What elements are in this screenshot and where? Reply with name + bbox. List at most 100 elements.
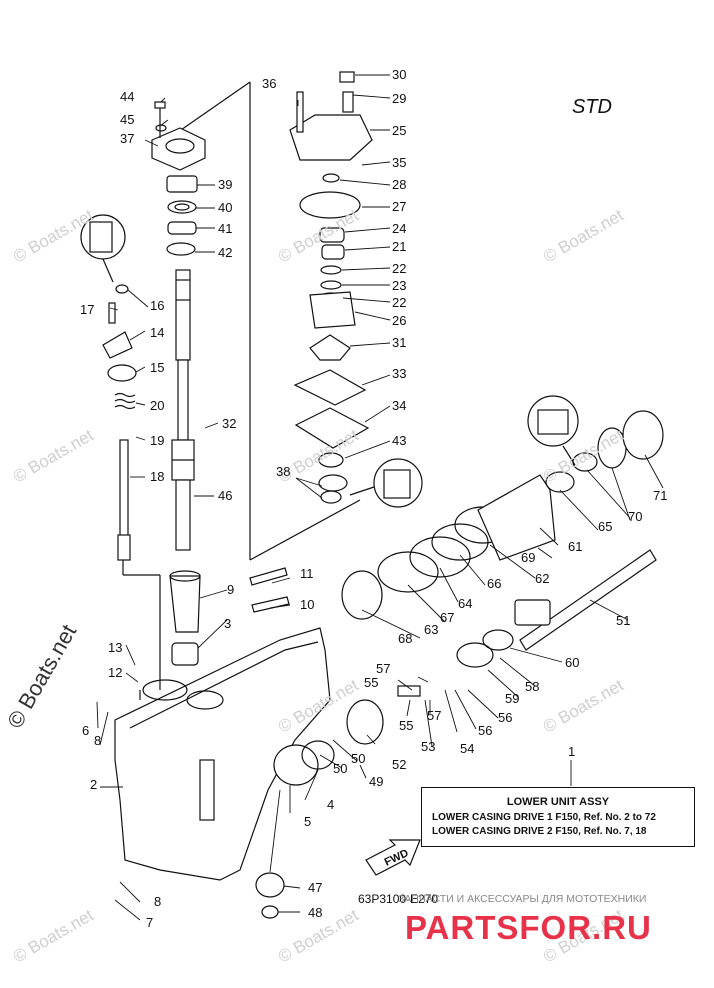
- callout-32: 32: [222, 416, 237, 431]
- callout-51: 51: [616, 613, 631, 628]
- callout-70: 70: [628, 509, 643, 524]
- callout-10: 10: [300, 597, 315, 612]
- callout-44: 44: [120, 89, 135, 104]
- callout-36: 36: [262, 76, 277, 91]
- callout-27: 27: [392, 199, 407, 214]
- callout-52: 52: [392, 757, 407, 772]
- callout-56: 56: [478, 723, 493, 738]
- site-tagline: ЗАПЧАСТИ И АКСЕССУАРЫ ДЛЯ МОТОТЕХНИКИ: [398, 893, 647, 905]
- callout-17: 17: [80, 302, 95, 317]
- water-pump: [289, 71, 373, 504]
- callout-54: 54: [460, 741, 475, 756]
- shift-rod: [102, 284, 137, 561]
- water-tube-housing: [151, 101, 206, 171]
- callout-48: 48: [308, 905, 323, 920]
- legend-line-2: LOWER CASING DRIVE 2 F150, Ref. No. 7, 1…: [432, 826, 647, 837]
- gears-and-rings: [255, 410, 664, 919]
- callout-68: 68: [398, 631, 413, 646]
- drive-shaft-bearings: [166, 175, 198, 256]
- callout-12: 12: [108, 665, 123, 680]
- callout-8: 8: [154, 894, 162, 909]
- callout-55: 55: [364, 675, 379, 690]
- callout-22: 22: [392, 261, 407, 276]
- callout-1: 1: [568, 744, 576, 759]
- callout-28: 28: [392, 177, 407, 192]
- boundary-line: [249, 499, 361, 561]
- callout-62: 62: [535, 571, 550, 586]
- callout-22: 22: [392, 295, 407, 310]
- callout-45: 45: [120, 112, 135, 127]
- drawing-code: 63P3100-E270: [358, 892, 439, 906]
- callout-23: 23: [392, 278, 407, 293]
- callout-15: 15: [150, 360, 165, 375]
- callout-59: 59: [505, 691, 520, 706]
- callout-9: 9: [227, 582, 235, 597]
- callout-60: 60: [565, 655, 580, 670]
- callout-33: 33: [392, 366, 407, 381]
- callout-20: 20: [150, 398, 165, 413]
- callout-53: 53: [421, 739, 436, 754]
- callout-30: 30: [392, 67, 407, 82]
- callout-71: 71: [653, 488, 668, 503]
- callout-24: 24: [392, 221, 407, 236]
- callout-37: 37: [120, 131, 135, 146]
- sleeves: [169, 567, 290, 666]
- callout-26: 26: [392, 313, 407, 328]
- callout-13: 13: [108, 640, 123, 655]
- callout-57: 57: [376, 661, 391, 676]
- callout-4: 4: [327, 797, 335, 812]
- callout-56: 56: [498, 710, 513, 725]
- callout-46: 46: [218, 488, 233, 503]
- legend-title: LOWER UNIT ASSY: [506, 796, 610, 808]
- callout-58: 58: [525, 679, 540, 694]
- drive-shaft: [171, 269, 195, 551]
- callout-25: 25: [392, 123, 407, 138]
- std-label: STD: [572, 96, 612, 118]
- callout-38: 38: [276, 464, 291, 479]
- callout-29: 29: [392, 91, 407, 106]
- callout-21: 21: [392, 239, 407, 254]
- callout-19: 19: [150, 433, 165, 448]
- lower-casing: [114, 627, 331, 881]
- callout-61: 61: [568, 539, 583, 554]
- callout-69: 69: [521, 550, 536, 565]
- callout-7: 7: [146, 915, 154, 930]
- callout-18: 18: [150, 469, 165, 484]
- callout-5: 5: [304, 814, 312, 829]
- brand-logo: PARTSFOR.RU: [405, 909, 652, 946]
- callout-50: 50: [351, 751, 366, 766]
- leader-lines: [96, 74, 664, 921]
- callout-55: 55: [399, 718, 414, 733]
- callout-47: 47: [308, 880, 323, 895]
- forward-arrow: [365, 839, 421, 876]
- callout-42: 42: [218, 245, 233, 260]
- propeller-shaft: [456, 549, 657, 668]
- callout-16: 16: [150, 298, 165, 313]
- callout-35: 35: [392, 155, 407, 170]
- callout-2: 2: [90, 777, 98, 792]
- callout-66: 66: [487, 576, 502, 591]
- callout-50: 50: [333, 761, 348, 776]
- callout-34: 34: [392, 398, 407, 413]
- callout-40: 40: [218, 200, 233, 215]
- callout-65: 65: [598, 519, 613, 534]
- detail-part: [89, 221, 113, 253]
- callout-3: 3: [224, 616, 232, 631]
- callout-6: 6: [82, 723, 90, 738]
- callout-43: 43: [392, 433, 407, 448]
- callout-63: 63: [424, 622, 439, 637]
- callout-14: 14: [150, 325, 165, 340]
- callout-11: 11: [300, 566, 314, 581]
- legend-line-1: LOWER CASING DRIVE 1 F150, Ref. No. 2 to…: [432, 812, 656, 823]
- callout-41: 41: [218, 221, 233, 236]
- callout-64: 64: [458, 596, 473, 611]
- callout-49: 49: [369, 774, 384, 789]
- callout-67: 67: [440, 610, 455, 625]
- callout-8: 8: [94, 733, 102, 748]
- legend-box: LOWER UNIT ASSY LOWER CASING DRIVE 1 F15…: [421, 787, 695, 847]
- callout-31: 31: [392, 335, 407, 350]
- callout-57: 57: [427, 708, 442, 723]
- callout-39: 39: [218, 177, 233, 192]
